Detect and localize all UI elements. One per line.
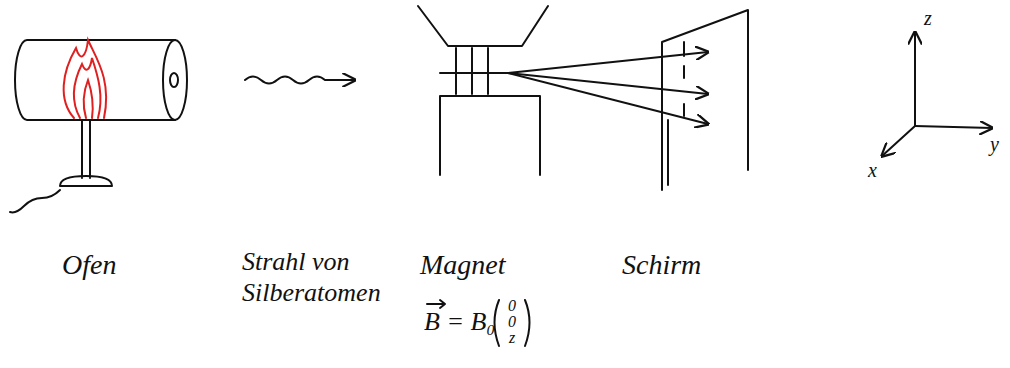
gas-hose — [10, 190, 60, 212]
axis — [915, 126, 992, 128]
deflected-beam — [508, 73, 708, 94]
magnet-south-pole — [440, 96, 540, 175]
screen-marks — [683, 42, 685, 116]
axis-label: z — [924, 6, 932, 30]
flame — [84, 80, 93, 118]
vector-arrow — [427, 300, 445, 308]
axis-label: x — [868, 158, 877, 182]
screen — [662, 10, 748, 190]
vector-component: z — [502, 328, 522, 347]
apparatus-label: Ofen — [62, 248, 116, 282]
atom-beam — [245, 77, 355, 84]
formula: B = B₀ — [424, 306, 495, 337]
burner-stand — [60, 120, 112, 186]
flame — [64, 40, 107, 118]
vector-component: 0 — [502, 312, 522, 331]
magnet-north-pole — [418, 6, 548, 46]
deflected-beam — [508, 52, 708, 73]
apparatus-label: Magnet — [420, 248, 506, 282]
axis — [914, 32, 916, 126]
apparatus-label: Schirm — [622, 248, 701, 282]
axis-label: y — [990, 132, 999, 156]
apparatus-label: Strahl von Silberatomen — [242, 246, 412, 308]
deflected-beam — [508, 73, 708, 124]
field-lines — [456, 48, 488, 94]
flame — [74, 58, 100, 118]
vector-component: 0 — [502, 296, 522, 315]
oven-end — [163, 40, 187, 120]
beam-in-magnet — [440, 72, 508, 74]
axis — [882, 126, 915, 156]
oven-hole — [170, 73, 178, 87]
oven-body — [15, 40, 175, 120]
